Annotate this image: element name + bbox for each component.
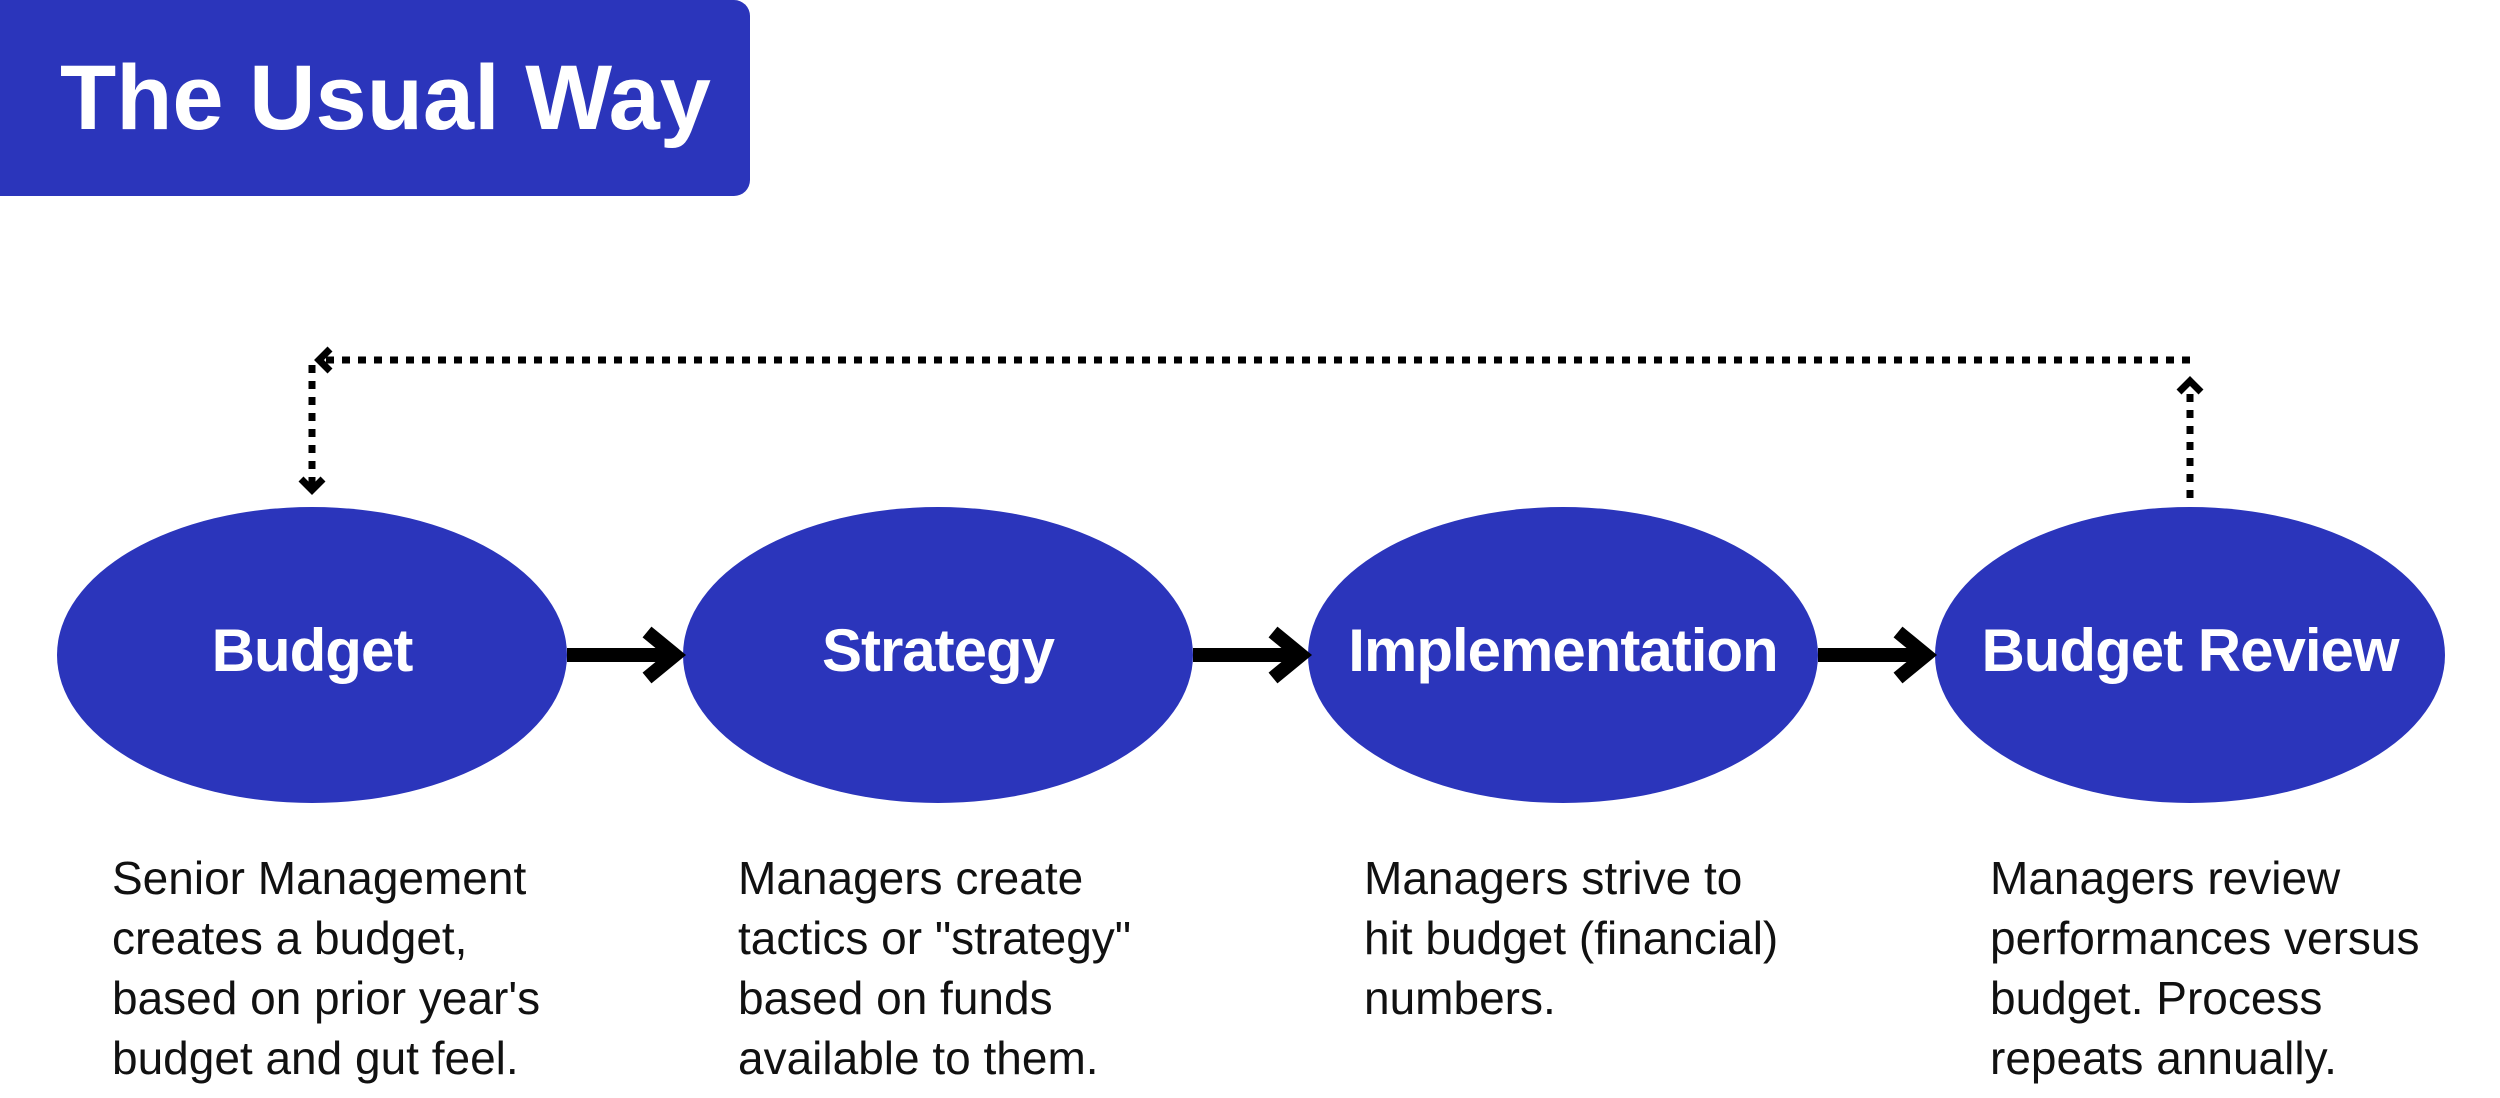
arrow-strategy-to-implementation [1193, 626, 1313, 684]
step-node-implementation [1308, 507, 1818, 803]
step-label-implementation: Implementation [1348, 616, 1778, 684]
feedback-loop-arrow [308, 356, 2194, 498]
step-node-budget-review [1935, 507, 2445, 803]
step-label-budget: Budget [211, 616, 414, 684]
step-label-budget-review: Budget Review [1981, 616, 2399, 684]
step-label-strategy: Strategy [821, 616, 1055, 684]
step-description-implementation: Managers strive to hit budget (financial… [1364, 852, 1779, 1024]
step-description-budget-review: Managers review performances versus budg… [1990, 852, 2420, 1084]
step-node-strategy [683, 507, 1193, 803]
step-description-strategy: Managers create tactics or "strategy" ba… [738, 852, 1132, 1084]
feedback-arrowheads [298, 346, 2204, 495]
arrow-budget-to-strategy [567, 626, 687, 684]
arrow-implementation-to-review [1818, 626, 1938, 684]
step-description-budget: Senior Management creates a budget, base… [112, 852, 541, 1084]
page-title: The Usual Way [60, 46, 711, 149]
title-banner: The Usual Way [0, 0, 750, 196]
step-node-budget [57, 507, 567, 803]
